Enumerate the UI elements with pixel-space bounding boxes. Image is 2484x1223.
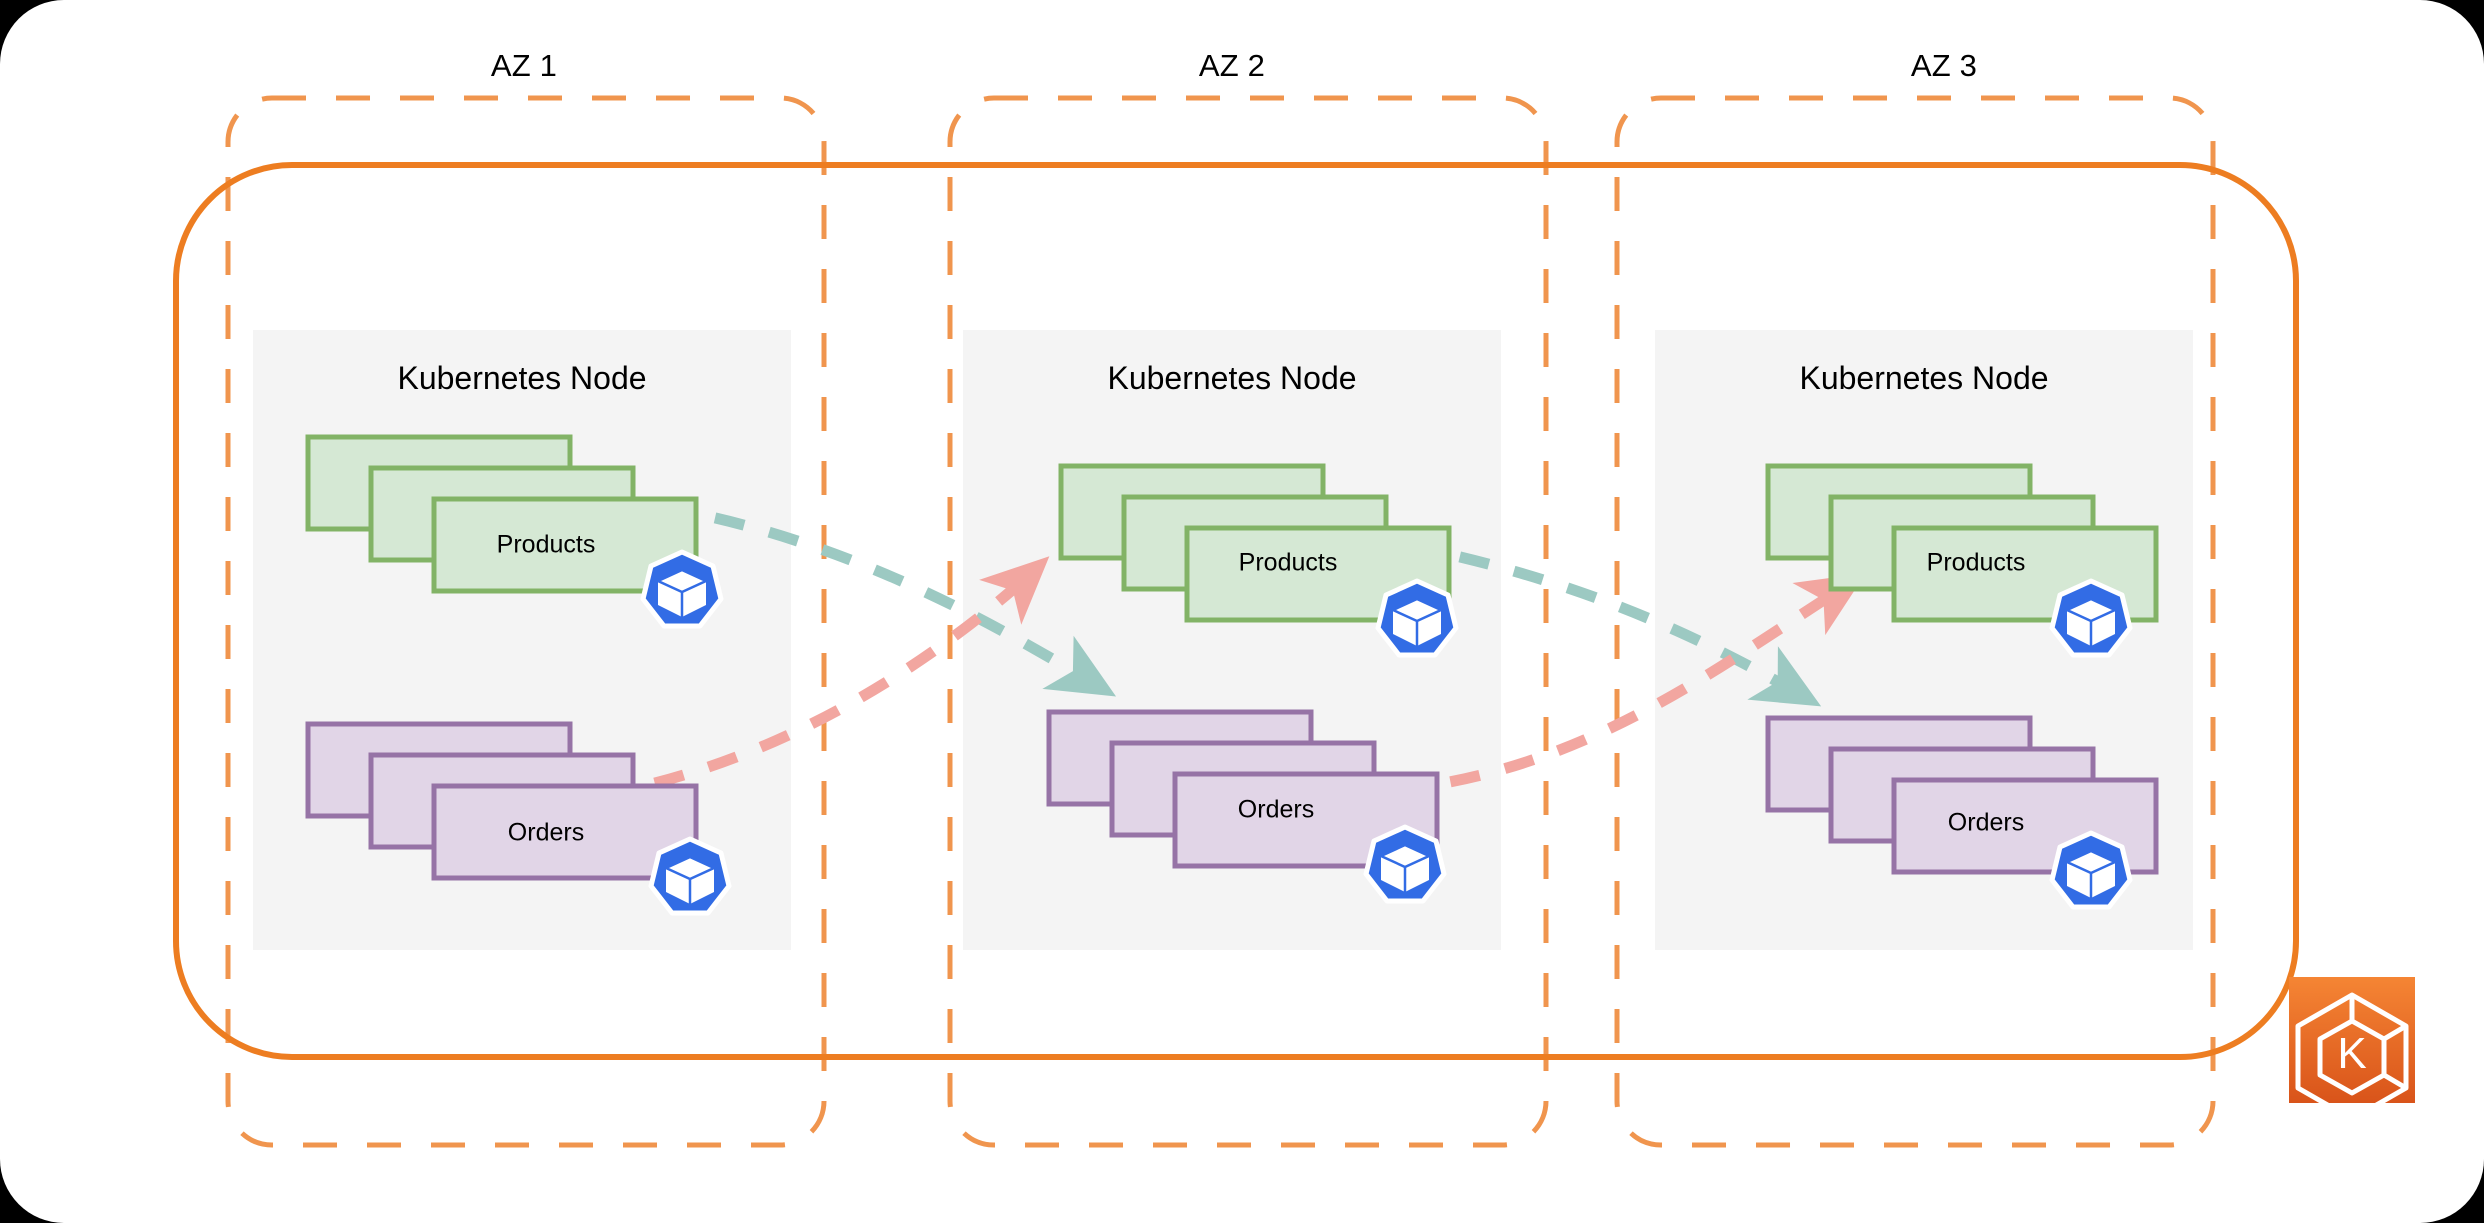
kubernetes-node-title-az3: Kubernetes Node (1799, 360, 2049, 396)
pod-label-orders-az1: Orders (507, 818, 585, 847)
flow-products-az2-to-orders-az3 (1403, 539, 1822, 707)
svg-text:K: K (2337, 1029, 2366, 1078)
vpc-boundary (173, 162, 2299, 1060)
pod-stack-orders-az1[interactable] (305, 721, 699, 881)
flow-orders-az1-to-products-az2 (599, 556, 1050, 801)
kubernetes-node-title-az2: Kubernetes Node (1107, 360, 1357, 396)
flow-products-az1-to-orders-az2 (659, 501, 1117, 697)
kubernetes-pod-icon-products-az3 (2049, 578, 2133, 658)
kubernetes-pod-icon-orders-az2 (1363, 824, 1447, 904)
pod-label-products-az1: Products (496, 530, 596, 559)
amazon-eks-logo: K (2289, 977, 2415, 1122)
kubernetes-pod-icon-orders-az1 (648, 836, 732, 916)
pod-stack-orders-az3[interactable] (1765, 715, 2159, 875)
pod-label-orders-az2: Orders (1237, 795, 1315, 824)
pod-stack-products-az1[interactable] (305, 434, 699, 594)
pod-label-orders-az3: Orders (1947, 808, 2025, 837)
az-boundary-3 (1614, 95, 2216, 1148)
az-label-2: AZ 2 (1198, 48, 1266, 83)
kubernetes-node-title-az1: Kubernetes Node (397, 360, 647, 396)
kubernetes-pod-icon-products-az2 (1375, 578, 1459, 658)
pod-label-products-az2: Products (1238, 548, 1338, 577)
kubernetes-pod-icon-products-az1 (640, 549, 724, 629)
kubernetes-pod-icon-orders-az3 (2049, 830, 2133, 910)
pod-label-products-az3: Products (1926, 548, 2026, 577)
az-boundary-1 (225, 95, 827, 1148)
az-label-1: AZ 1 (490, 48, 558, 83)
pod-stack-products-az2[interactable] (1058, 463, 1452, 623)
az-boundary-2 (947, 95, 1549, 1148)
az-label-3: AZ 3 (1910, 48, 1978, 83)
flow-orders-az2-to-products-az3 (1394, 573, 1866, 796)
